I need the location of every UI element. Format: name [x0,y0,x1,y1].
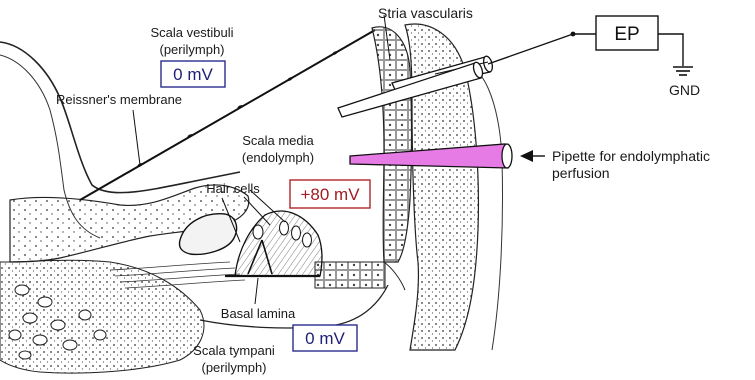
scala-tympani-fluid-label: (perilymph) [201,360,266,375]
ep-label: EP [614,24,639,45]
potential-media-value: +80 mV [300,185,360,204]
scala-media-fluid-label: (endolymph) [242,150,314,165]
pipette-label-line2: perfusion [552,165,610,181]
hair-cells-callout-2 [244,197,270,225]
ep-amplifier-group: EP GND [488,16,700,98]
stria-vascularis [372,27,412,262]
ground-symbol [673,67,693,75]
potential-media: +80 mV [290,180,370,208]
outer-sulcus-cells [315,262,385,288]
potential-tympani: 0 mV [293,325,357,351]
basal-lamina-callout [255,278,258,304]
potential-tympani-value: 0 mV [305,329,345,348]
scala-media-label: Scala media [242,133,314,148]
hair-cells-label: Hair cells [206,181,260,196]
potential-vestibuli-value: 0 mV [173,65,213,84]
reissners-membrane-label: Reissner's membrane [56,92,182,107]
perfusion-pipette-opening [502,144,512,168]
perfusion-pipette-arrowhead [520,150,533,162]
pipette-label-line1: Pipette for endolymphatic [552,148,710,164]
gnd-label: GND [669,82,700,98]
stria-vascularis-label: Stria vascularis [378,5,473,21]
basal-lamina-label: Basal lamina [221,306,296,321]
ep-lead-wire [488,34,573,64]
reissner-callout [133,110,140,165]
potential-vestibuli: 0 mV [161,61,225,87]
ground-wire [658,34,683,66]
scala-tympani-label: Scala tympani [193,343,275,358]
scala-vestibuli-label: Scala vestibuli [150,25,233,40]
scala-vestibuli-fluid-label: (perilymph) [159,42,224,57]
